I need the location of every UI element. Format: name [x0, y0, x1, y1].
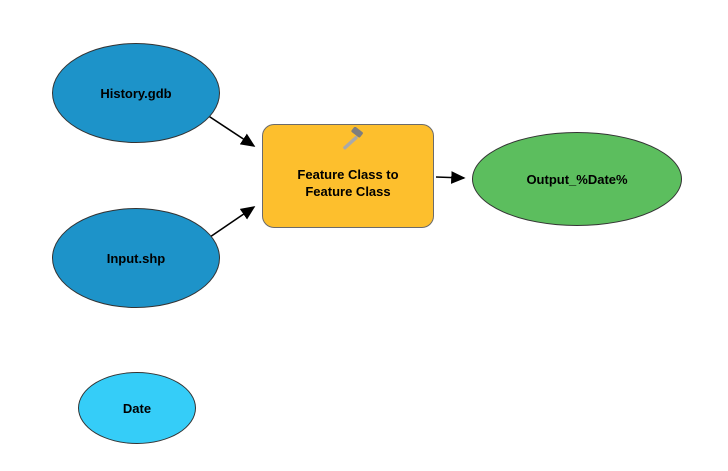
hammer-icon — [343, 127, 363, 150]
node-tool-label: Feature Class to Feature Class — [297, 167, 399, 199]
edge-input-to-tool[interactable] — [209, 206, 256, 238]
node-date-variable-label: Date — [122, 400, 152, 416]
edge-tool-to-output[interactable] — [435, 171, 466, 184]
node-output-date-label: Output_%Date% — [526, 171, 628, 187]
node-history-gdb[interactable]: History.gdb — [52, 43, 220, 143]
node-history-gdb-label: History.gdb — [100, 85, 172, 101]
node-input-shp-label: Input.shp — [106, 250, 166, 266]
node-input-shp[interactable]: Input.shp — [52, 208, 220, 308]
node-output-date[interactable]: Output_%Date% — [472, 132, 682, 226]
node-date-variable[interactable]: Date — [78, 372, 196, 444]
edge-history-to-tool[interactable] — [206, 114, 256, 147]
node-tool-feature-class-to-feature-class[interactable]: Feature Class to Feature Class — [262, 124, 434, 228]
